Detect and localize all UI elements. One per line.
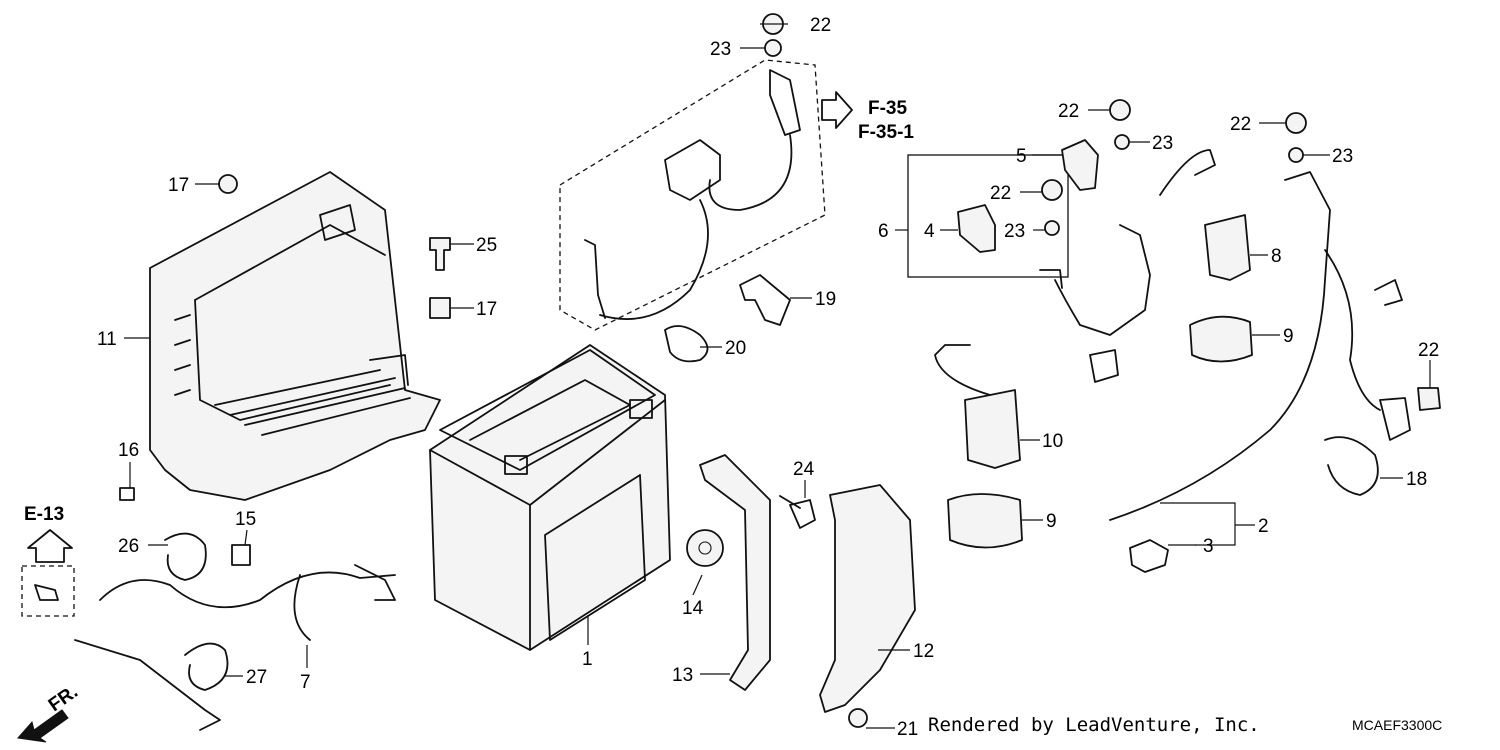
label-11: 11 <box>97 329 117 350</box>
label-23: 23 <box>710 39 731 60</box>
label-6: 6 <box>878 221 889 242</box>
connector-upper <box>1159 149 1216 196</box>
leader-lines <box>124 23 1431 729</box>
label-17: 17 <box>168 175 189 196</box>
label-16: 16 <box>118 440 139 461</box>
label-14: 14 <box>682 598 704 619</box>
bolt-3 <box>1129 539 1169 573</box>
washer-23-b <box>1114 134 1130 150</box>
bolt-15 <box>231 544 251 566</box>
label-20: 20 <box>725 338 746 359</box>
label-9: 9 <box>1283 326 1294 347</box>
label-18: 18 <box>1406 469 1427 490</box>
nut-22-d <box>1285 112 1307 134</box>
wire-harness-left <box>99 571 396 609</box>
relay-cover-group <box>907 154 1069 278</box>
bolt-24 <box>779 495 816 529</box>
cushion-9b <box>947 493 1023 549</box>
diagram-code: MCAEF3300C <box>1352 717 1442 733</box>
label-23: 23 <box>1332 146 1353 167</box>
cover-4 <box>957 204 996 253</box>
label-2: 2 <box>1258 516 1269 537</box>
label-4: 4 <box>924 221 935 242</box>
callout-labels: 22 23 17 25 17 11 16 15 26 27 7 1 14 13 … <box>97 15 1439 740</box>
relay-10 <box>964 389 1021 469</box>
nut-22-c <box>1041 179 1063 201</box>
washer-23-c <box>1044 220 1060 236</box>
label-27: 27 <box>246 667 267 688</box>
label-25: 25 <box>476 235 497 256</box>
label-24: 24 <box>793 459 815 480</box>
label-22: 22 <box>810 15 831 36</box>
front-arrow-icon <box>17 709 69 743</box>
label-23: 23 <box>1152 133 1173 154</box>
label-22: 22 <box>990 183 1011 204</box>
ref-f35[interactable]: F-35 <box>868 98 908 119</box>
battery-box <box>149 171 441 501</box>
label-1: 1 <box>582 649 593 670</box>
nut-22-right <box>1417 387 1441 411</box>
label-17: 17 <box>476 299 497 320</box>
bolt-21 <box>848 708 868 728</box>
battery <box>429 344 671 651</box>
label-10: 10 <box>1042 431 1063 452</box>
label-7: 7 <box>300 672 311 693</box>
label-23: 23 <box>1004 221 1025 242</box>
bolt-17-top <box>218 174 238 194</box>
clamp-26 <box>164 532 207 581</box>
label-12: 12 <box>913 641 934 662</box>
cover-12 <box>819 484 916 713</box>
ref-e13[interactable]: E-13 <box>24 504 64 525</box>
label-3: 3 <box>1203 536 1214 557</box>
cable-2 <box>1109 171 1331 521</box>
clamp-19 <box>739 274 791 326</box>
grommet-14 <box>686 529 724 567</box>
relay-8 <box>1204 214 1251 281</box>
credit-text: Rendered by LeadVenture, Inc. <box>928 714 1260 736</box>
nut-16 <box>119 487 135 501</box>
clamp-20 <box>664 325 709 363</box>
label-5: 5 <box>1016 146 1027 167</box>
label-21: 21 <box>897 719 918 740</box>
label-19: 19 <box>815 289 836 310</box>
clamp-18 <box>1324 436 1379 496</box>
bolt-25 <box>429 237 451 271</box>
washer-23-d <box>1288 147 1304 163</box>
bolt-17-mid <box>429 297 451 319</box>
cable-set-group <box>559 59 826 331</box>
washer-23-top <box>764 39 782 57</box>
label-8: 8 <box>1271 246 1282 267</box>
e13-box <box>21 565 75 617</box>
bracket-13 <box>699 454 771 691</box>
nut-22-b <box>1109 99 1131 121</box>
label-22: 22 <box>1058 101 1079 122</box>
label-26: 26 <box>118 536 139 557</box>
ref-arrow-right <box>821 91 853 129</box>
ref-f35-1[interactable]: F-35-1 <box>858 122 914 143</box>
ref-arrow-up <box>27 529 73 563</box>
label-22: 22 <box>1418 340 1439 361</box>
label-15: 15 <box>235 509 256 530</box>
front-label: FR. <box>45 681 82 716</box>
label-22: 22 <box>1230 114 1251 135</box>
label-13: 13 <box>672 665 693 686</box>
clamp-27 <box>184 642 229 691</box>
label-9: 9 <box>1046 511 1057 532</box>
cover-5 <box>1061 139 1099 191</box>
cushion-9a <box>1189 315 1253 363</box>
